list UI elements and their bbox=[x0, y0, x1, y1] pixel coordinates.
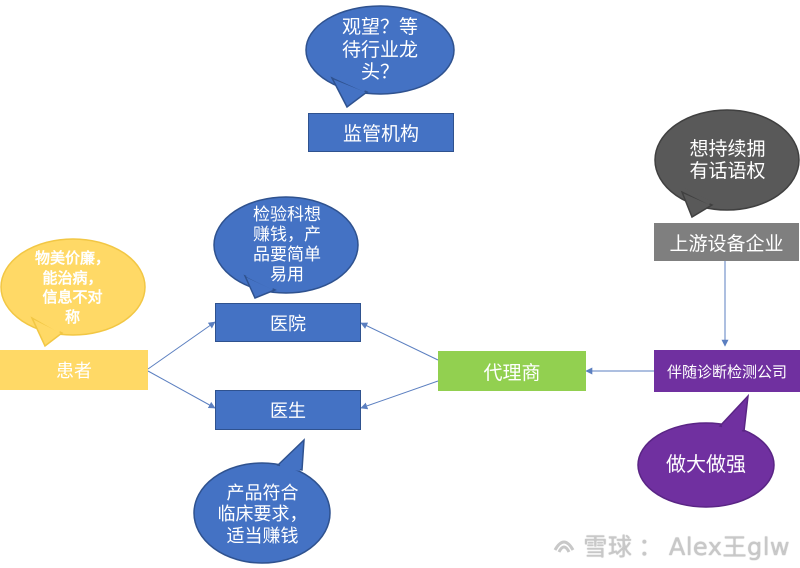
regulator-bubble-text: 观望？等 待行业龙 头？ bbox=[341, 16, 418, 84]
snowball-logo-icon bbox=[554, 540, 575, 553]
watermark-separator: ： bbox=[638, 533, 663, 561]
doctor-bubble bbox=[193, 438, 331, 564]
node-company: 伴随诊断检测公司 bbox=[654, 350, 800, 392]
doctor-bubble-text: 产品符合 临床要求， 适当赚钱 bbox=[217, 483, 308, 547]
node-distributor: 代理商 bbox=[438, 351, 586, 391]
arrow-patient-to-hospital bbox=[147, 321, 216, 370]
company-bubble-text: 做大做强 bbox=[666, 452, 746, 477]
node-upstream-label: 上游设备企业 bbox=[669, 232, 784, 255]
connectors bbox=[147, 261, 729, 410]
watermark-logo-text: 雪球 bbox=[583, 533, 633, 561]
node-patient: 患者 bbox=[0, 350, 148, 390]
node-patient-label: 患者 bbox=[56, 361, 92, 382]
node-hospital: 医院 bbox=[215, 303, 361, 342]
hospital-bubble bbox=[213, 196, 359, 299]
node-regulator-label: 监管机构 bbox=[342, 123, 419, 145]
node-doctor-label: 医生 bbox=[270, 401, 306, 422]
company-bubble bbox=[637, 393, 775, 508]
upstream-bubble bbox=[654, 109, 800, 219]
arrow-distributor-to-hospital bbox=[360, 322, 439, 361]
watermark: 雪球：Alex王glw bbox=[551, 527, 790, 562]
node-regulator: 监管机构 bbox=[308, 113, 454, 152]
arrow-distributor-to-doctor bbox=[360, 380, 439, 410]
node-doctor: 医生 bbox=[215, 390, 361, 430]
node-distributor-label: 代理商 bbox=[483, 361, 541, 384]
regulator-bubble bbox=[305, 5, 455, 109]
arrow-patient-to-doctor bbox=[147, 370, 216, 409]
watermark-author: Alex王glw bbox=[668, 533, 790, 561]
hospital-bubble-text: 检验科想 赚钱，产 品要简单 易用 bbox=[253, 204, 321, 286]
patient-bubble-text: 物美价廉， 能治病， 信息不对 称 bbox=[34, 249, 110, 326]
node-hospital-label: 医院 bbox=[270, 313, 306, 335]
node-upstream: 上游设备企业 bbox=[654, 223, 799, 261]
node-company-label: 伴随诊断检测公司 bbox=[666, 362, 787, 381]
patient-bubble bbox=[0, 238, 146, 348]
upstream-bubble-text: 想持续拥 有话语权 bbox=[689, 137, 766, 182]
